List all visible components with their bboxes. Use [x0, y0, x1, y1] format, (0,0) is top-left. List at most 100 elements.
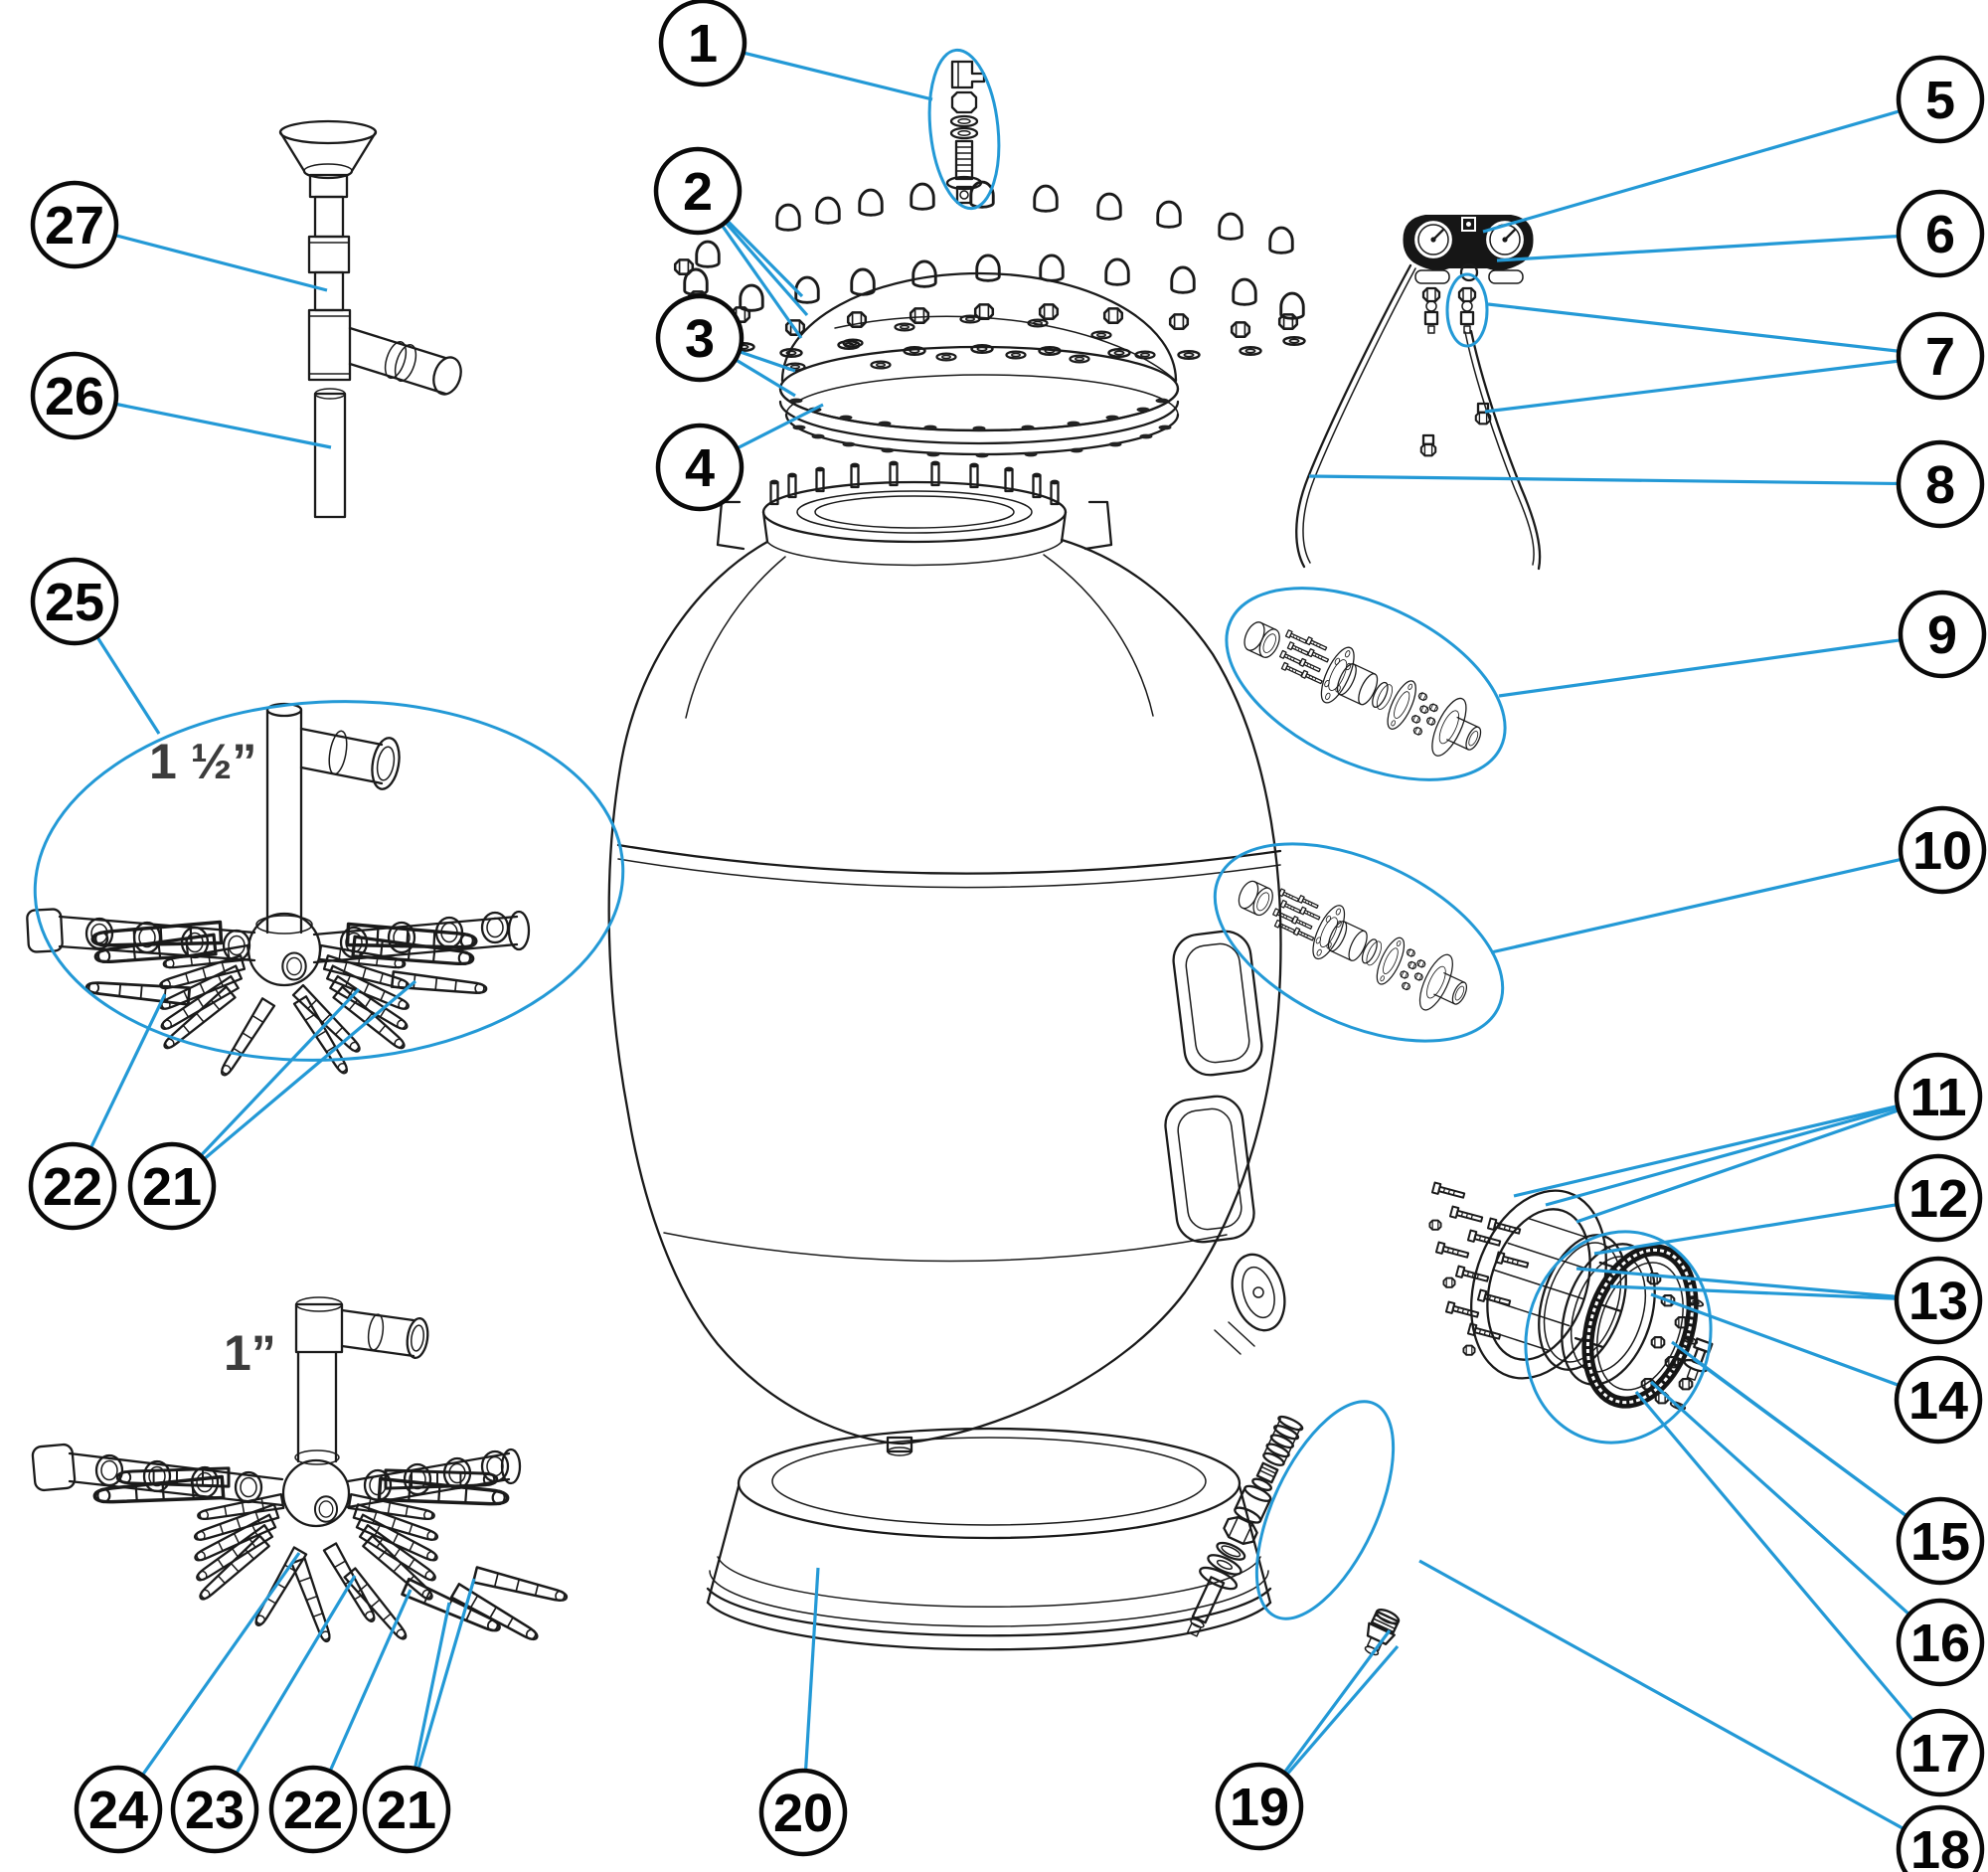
callout-24: 24 — [74, 1765, 163, 1854]
capnut-icon — [1096, 192, 1122, 221]
lateral-icon — [401, 1577, 505, 1638]
washer-icon — [1134, 350, 1156, 360]
nut-s-icon — [1678, 1378, 1694, 1391]
capnut-icon — [794, 275, 820, 304]
svg-text:9: 9 — [1927, 605, 1957, 665]
hexnut-icon — [909, 307, 930, 324]
capnut-icon — [858, 188, 884, 217]
capnut-icon — [1033, 184, 1059, 213]
callout-9: 9 — [1898, 590, 1987, 679]
leader-line-11 — [1575, 1095, 1939, 1224]
gauge-valve-stack-right — [1457, 286, 1477, 334]
rimhole-icon — [842, 441, 856, 447]
rimhole-icon — [1136, 407, 1150, 413]
capnut-icon — [1156, 200, 1182, 229]
svg-text:14: 14 — [1908, 1371, 1968, 1431]
leader-line-10 — [1490, 848, 1943, 954]
capnut-icon — [910, 182, 935, 211]
bolt-icon — [1454, 1265, 1490, 1285]
hexnut-icon — [1038, 303, 1060, 320]
capnut-icon — [1170, 265, 1196, 294]
callout-20: 20 — [758, 1768, 848, 1857]
manometer-tube-right — [1469, 329, 1542, 571]
bolt-icon — [1448, 1205, 1484, 1226]
capnut-icon — [815, 196, 841, 225]
svg-text:12: 12 — [1908, 1169, 1968, 1229]
svg-text:26: 26 — [45, 367, 104, 426]
leader-line-5 — [1482, 97, 1941, 234]
svg-text:25: 25 — [45, 573, 104, 632]
collector-1in — [31, 1296, 570, 1646]
callout-27: 27 — [30, 180, 119, 269]
svg-text:22: 22 — [283, 1781, 343, 1840]
callout-18: 18 — [1896, 1804, 1985, 1872]
svg-text:3: 3 — [685, 309, 715, 369]
bolt-icon — [1444, 1300, 1480, 1321]
leader-line-7 — [1487, 302, 1941, 358]
nut-s-icon — [1442, 1276, 1456, 1288]
callout-5: 5 — [1896, 55, 1985, 144]
socket-icon — [190, 1465, 220, 1499]
svg-text:5: 5 — [1925, 71, 1955, 130]
capnut-icon — [1039, 254, 1065, 282]
svg-text:18: 18 — [1910, 1820, 1970, 1872]
callout-3: 3 — [655, 293, 745, 383]
leader-line-18 — [1418, 1559, 1941, 1851]
callout-2: 2 — [653, 146, 743, 236]
washer-icon — [1069, 354, 1090, 364]
hexnut-icon — [1168, 313, 1190, 330]
callout-4: 4 — [655, 423, 745, 512]
tube-fitting — [1419, 402, 1492, 457]
svg-text:7: 7 — [1925, 327, 1955, 387]
rimhole-icon — [972, 425, 986, 431]
lid-sight-glass-assembly — [1428, 1181, 1714, 1413]
callout-22: 22 — [268, 1765, 358, 1854]
svg-text:11: 11 — [1909, 1068, 1966, 1127]
funnel-standpipe-assembly — [278, 119, 462, 396]
gauge-valve-stack-left — [1421, 286, 1441, 334]
group-ellipse-bulkhead-lower — [1213, 842, 1505, 1043]
rimhole-icon — [811, 433, 825, 439]
rimhole-icon — [975, 452, 989, 458]
svg-text:10: 10 — [1912, 821, 1972, 881]
callout-15: 15 — [1896, 1496, 1985, 1586]
size-label-1-5in: 1 ½” — [149, 734, 256, 789]
lid-gasket — [1538, 1234, 1627, 1371]
socket-icon — [142, 1459, 172, 1493]
rimhole-icon — [1108, 441, 1122, 447]
rimhole-icon — [878, 421, 892, 426]
svg-text:4: 4 — [685, 438, 715, 498]
callout-12: 12 — [1894, 1153, 1983, 1243]
callout-14: 14 — [1894, 1355, 1983, 1445]
rimhole-icon — [1070, 447, 1083, 453]
rimhole-icon — [923, 425, 937, 430]
callout-21: 21 — [127, 1141, 217, 1231]
capnut-icon — [775, 203, 801, 232]
washer-icon — [1282, 335, 1306, 347]
capnut-icon — [1218, 212, 1243, 241]
bolt-icon — [1434, 1241, 1470, 1262]
leader-line-7 — [1484, 354, 1941, 414]
leader-line-17 — [1634, 1390, 1942, 1755]
lateral-icon — [216, 997, 276, 1080]
rimhole-icon — [881, 447, 895, 453]
pressure-gauge-assembly — [1295, 215, 1542, 571]
svg-text:23: 23 — [185, 1781, 245, 1840]
leader-line-14 — [1650, 1292, 1939, 1402]
collector-1-5in — [26, 702, 531, 1080]
svg-text:24: 24 — [88, 1781, 148, 1840]
callout-26: 26 — [30, 351, 119, 440]
rimhole-icon — [1021, 425, 1035, 430]
capnut-icon — [975, 254, 1001, 282]
rimhole-icon — [1067, 421, 1080, 426]
washer-icon — [935, 352, 957, 362]
svg-text:6: 6 — [1925, 205, 1955, 264]
leader-line-11 — [1513, 1095, 1939, 1198]
lateral-icon — [292, 995, 353, 1078]
svg-text:21: 21 — [377, 1781, 436, 1840]
bolt-icon — [1494, 1251, 1530, 1272]
lateral-icon — [249, 1546, 308, 1630]
callout-8: 8 — [1896, 439, 1985, 529]
capnut-icon — [1268, 226, 1294, 255]
capnut-icon — [1104, 257, 1130, 286]
